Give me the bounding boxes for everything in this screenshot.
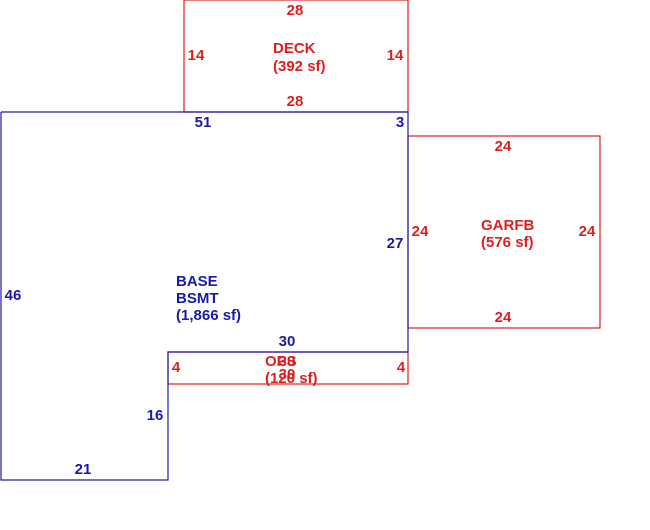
deck-dim-right: 14 <box>387 47 404 64</box>
deck-area: 28 14 14 28 DECK (392 sf) <box>183 0 409 113</box>
base-outline <box>0 111 409 481</box>
garfb-dim-right: 24 <box>579 223 596 240</box>
garfb-area-sf: (576 sf) <box>481 234 534 251</box>
deck-dim-bottom: 28 <box>287 93 304 110</box>
deck-area-sf: (392 sf) <box>273 58 326 75</box>
garfb-dim-top: 24 <box>495 138 512 155</box>
ops-dim-bottom: 30 <box>279 366 296 383</box>
deck-dim-top: 28 <box>287 2 304 19</box>
base-dim-inner-left: 16 <box>147 407 164 424</box>
garfb-dim-left: 24 <box>412 223 429 240</box>
base-dim-step: 30 <box>279 333 296 350</box>
deck-label: DECK <box>273 40 316 57</box>
garfb-dim-bottom: 24 <box>495 309 512 326</box>
deck-dim-left: 14 <box>188 47 205 64</box>
ops-dim-left: 4 <box>172 359 181 376</box>
garfb-label: GARFB <box>481 217 534 234</box>
base-area: 51 3 27 30 16 21 46 BASE BSMT (1,866 sf) <box>0 111 409 481</box>
base-label: BASE <box>176 273 218 290</box>
base-dim-top: 51 <box>195 114 212 131</box>
ops-label: OPS <box>265 353 297 370</box>
base-dim-right: 27 <box>387 235 404 252</box>
bsmt-label: BSMT <box>176 290 219 307</box>
base-dim-top-right: 3 <box>396 114 404 131</box>
ops-dim-top: 30 <box>279 353 296 370</box>
base-area-sf: (1,866 sf) <box>176 307 241 324</box>
base-dim-bottom: 21 <box>75 461 92 478</box>
garfb-area: 24 24 24 24 GARFB (576 sf) <box>407 135 601 329</box>
base-dim-left: 46 <box>5 287 22 304</box>
ops-area: 30 30 4 4 OPS (120 sf) <box>167 351 409 387</box>
ops-area-sf: (120 sf) <box>265 370 318 387</box>
ops-dim-right: 4 <box>397 359 406 376</box>
